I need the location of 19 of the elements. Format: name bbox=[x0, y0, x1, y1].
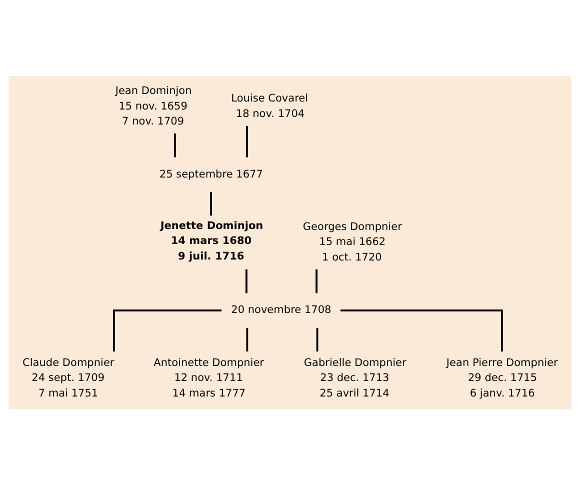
connector bbox=[316, 269, 318, 294]
node-text: 25 septembre 1677 bbox=[159, 168, 263, 180]
node-text: Louise Covarel 18 nov. 1704 bbox=[231, 92, 308, 120]
node-text: Georges Dompnier 15 mai 1662 1 oct. 1720 bbox=[302, 220, 402, 264]
node-text: Gabrielle Dompnier 23 dec. 1713 25 avril 1714 bbox=[304, 356, 406, 400]
node-text: 20 novembre 1708 bbox=[231, 304, 332, 316]
connector bbox=[246, 328, 248, 352]
node-text: Jean Pierre Dompnier 29 dec. 1715 6 janv. 1716 bbox=[446, 356, 558, 400]
node-text: Jenette Dominjon 14 mars 1680 9 juil. 1716 bbox=[160, 220, 264, 263]
node-text: Antoinette Dompnier 12 nov. 1711 14 mars 1777 bbox=[154, 356, 264, 400]
connector bbox=[340, 309, 503, 352]
connector bbox=[210, 192, 212, 216]
node-text: Jean Dominjon 15 nov. 1659 7 nov. 1709 bbox=[115, 84, 192, 128]
connector bbox=[246, 126, 248, 158]
node-text: Claude Dompnier 24 sept. 1709 7 mai 1751 bbox=[22, 356, 114, 400]
connector bbox=[112, 309, 222, 352]
connector bbox=[174, 133, 176, 158]
connector bbox=[246, 269, 248, 294]
connector bbox=[316, 328, 318, 352]
